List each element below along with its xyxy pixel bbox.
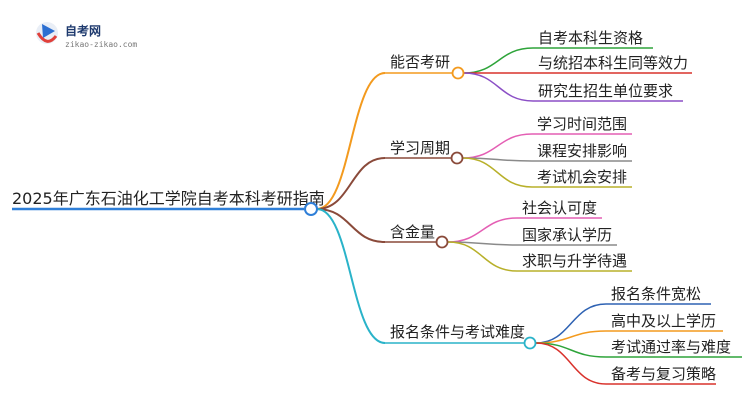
leaf-node[interactable]: 与统招本科生同等效力	[533, 54, 692, 74]
leaf-connector	[447, 217, 518, 243]
leaf-label: 高中及以上学历	[611, 312, 716, 330]
leaf-label: 备考与复习策略	[611, 365, 716, 383]
leaf-label: 自考本科生资格	[538, 29, 643, 47]
leaf-connector	[535, 303, 607, 344]
branch-label-requirements: 报名条件与考试难度	[390, 323, 525, 341]
leaf-node[interactable]: 学习时间范围	[532, 115, 632, 135]
branch-label-study-period: 学习周期	[390, 139, 450, 157]
branch-node-study-period[interactable]: 学习周期	[385, 139, 464, 165]
leaf-connector	[462, 133, 533, 159]
logo-subtitle: zikao-zikao.com	[65, 40, 137, 49]
leaf-node[interactable]: 高中及以上学历	[606, 312, 723, 332]
branch-node-value[interactable]: 含金量	[385, 223, 449, 249]
logo-title: 自考网	[65, 23, 101, 38]
leaf-node[interactable]: 考试机会安排	[532, 168, 632, 188]
leaf-node[interactable]: 考试通过率与难度	[606, 338, 742, 358]
leaf-label: 求职与升学待遇	[522, 252, 627, 270]
branch-node-eligibility[interactable]: 能否考研	[385, 53, 465, 80]
leaf-node[interactable]: 社会认可度	[517, 199, 602, 219]
leaf-node[interactable]: 研究生招生单位要求	[533, 82, 683, 102]
leaf-label: 报名条件宽松	[611, 285, 701, 303]
leaf-node[interactable]: 报名条件宽松	[606, 285, 711, 305]
leaf-label: 学习时间范围	[537, 115, 627, 133]
branch-connector	[316, 72, 386, 210]
branch-connector	[316, 208, 386, 344]
branch-label-eligibility: 能否考研	[390, 53, 450, 71]
leaf-node[interactable]: 求职与升学待遇	[517, 252, 632, 272]
branch-label-value: 含金量	[390, 223, 435, 241]
leaf-node[interactable]: 国家承认学历	[517, 226, 617, 246]
connectors	[316, 47, 607, 385]
leaf-label: 与统招本科生同等效力	[538, 54, 688, 72]
leaf-connector	[535, 342, 607, 358]
leaf-connector	[463, 72, 534, 102]
leaf-label: 研究生招生单位要求	[538, 82, 673, 100]
leaf-label: 国家承认学历	[522, 226, 612, 244]
logo: 自考网 zikao-zikao.com	[36, 22, 137, 49]
leaf-node[interactable]: 备考与复习策略	[606, 365, 716, 385]
leaf-connector	[463, 47, 534, 74]
branch-connector	[316, 208, 386, 243]
leaf-label: 考试机会安排	[537, 168, 627, 186]
leaf-label: 考试通过率与难度	[611, 338, 731, 356]
leaf-label: 课程安排影响	[537, 142, 627, 160]
leaf-label: 社会认可度	[522, 199, 597, 217]
leaf-connector	[447, 241, 518, 272]
root-label: 2025年广东石油化工学院自考本科考研指南	[12, 189, 325, 208]
logo-emblem-icon	[36, 22, 58, 44]
branch-node-requirements[interactable]: 报名条件与考试难度	[385, 323, 537, 350]
branch-connector	[316, 157, 386, 210]
leaf-connector	[462, 157, 533, 188]
root-node[interactable]: 2025年广东石油化工学院自考本科考研指南	[12, 189, 325, 216]
leaf-connector	[535, 342, 607, 385]
leaf-node[interactable]: 自考本科生资格	[533, 29, 653, 49]
leaf-node[interactable]: 课程安排影响	[532, 142, 632, 162]
